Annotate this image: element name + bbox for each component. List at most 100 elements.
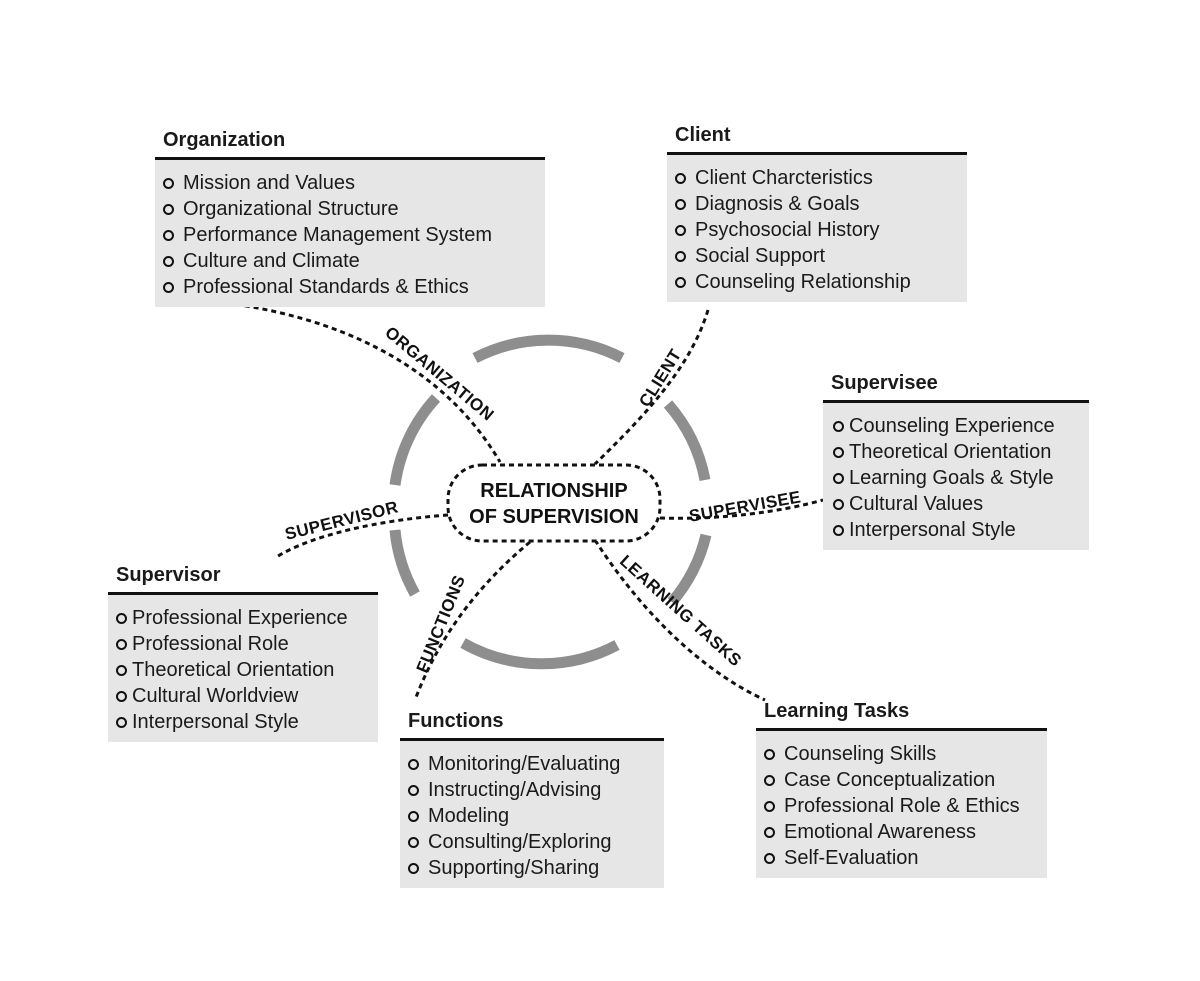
supervisee-title: Supervisee xyxy=(831,372,938,394)
spoke-line-organization xyxy=(217,300,502,463)
list-item-label: Performance Management System xyxy=(183,224,493,246)
bullet-icon xyxy=(675,224,686,236)
list-item: Cultural Worldview xyxy=(116,683,370,709)
bullet-icon xyxy=(116,716,127,728)
list-item: Mission and Values xyxy=(163,170,537,196)
list-item-label: Monitoring/Evaluating xyxy=(428,753,621,775)
supervisor-box: Supervisor Professional Experience Profe… xyxy=(108,563,378,742)
list-item: Monitoring/Evaluating xyxy=(408,751,656,777)
list-item-label: Professional Role xyxy=(132,633,289,655)
list-item: Social Support xyxy=(675,243,959,269)
list-item-label: Counseling Relationship xyxy=(695,271,911,293)
functions-list: Monitoring/Evaluating Instructing/Advisi… xyxy=(400,738,664,888)
bullet-icon xyxy=(116,690,127,702)
organization-title: Organization xyxy=(163,129,286,151)
list-item-label: Professional Experience xyxy=(132,607,348,629)
functions-title: Functions xyxy=(408,710,504,732)
center-hub xyxy=(446,463,662,543)
list-item: Organizational Structure xyxy=(163,196,537,222)
bullet-icon xyxy=(163,229,174,241)
spoke-label-organization: ORGANIZATION xyxy=(381,323,497,425)
list-item: Professional Standards & Ethics xyxy=(163,274,537,300)
spoke-line-learning-tasks xyxy=(593,539,766,702)
learning-tasks-title: Learning Tasks xyxy=(764,700,910,722)
list-item-label: Consulting/Exploring xyxy=(428,831,612,853)
list-item: Consulting/Exploring xyxy=(408,829,656,855)
spoke-label-supervisee: SUPERVISEE xyxy=(688,487,803,525)
list-item-label: Client Charcteristics xyxy=(695,167,873,189)
list-item-label: Diagnosis & Goals xyxy=(695,193,860,215)
list-item: Theoretical Orientation xyxy=(833,439,1081,465)
bullet-icon xyxy=(163,255,174,267)
list-item-label: Theoretical Orientation xyxy=(132,659,335,681)
list-item: Self-Evaluation xyxy=(764,845,1039,871)
bullet-icon xyxy=(833,498,844,510)
bullet-icon xyxy=(675,172,686,184)
list-item-label: Self-Evaluation xyxy=(784,847,919,869)
list-item: Counseling Skills xyxy=(764,741,1039,767)
center-title-line2: OF SUPERVISION xyxy=(469,506,639,528)
bullet-icon xyxy=(764,774,775,786)
list-item: Modeling xyxy=(408,803,656,829)
list-item-label: Psychosocial History xyxy=(695,219,880,241)
learning-tasks-list: Counseling Skills Case Conceptualization… xyxy=(756,728,1047,878)
list-item: Instructing/Advising xyxy=(408,777,656,803)
list-item: Supporting/Sharing xyxy=(408,855,656,881)
list-item-label: Learning Goals & Style xyxy=(849,467,1054,489)
list-item: Counseling Relationship xyxy=(675,269,959,295)
bullet-icon xyxy=(833,446,844,458)
bullet-icon xyxy=(833,420,844,432)
bullet-icon xyxy=(408,836,419,848)
bullet-icon xyxy=(764,826,775,838)
list-item-label: Professional Standards & Ethics xyxy=(183,276,469,298)
bullet-icon xyxy=(163,203,174,215)
list-item-label: Social Support xyxy=(695,245,826,267)
list-item: Professional Role & Ethics xyxy=(764,793,1039,819)
list-item-label: Cultural Values xyxy=(849,493,984,515)
bullet-icon xyxy=(163,281,174,293)
spoke-label-functions: FUNCTIONS xyxy=(413,572,469,675)
spoke-line-client xyxy=(593,309,710,466)
bullet-icon xyxy=(116,612,127,624)
bullet-icon xyxy=(163,177,174,189)
list-item-label: Interpersonal Style xyxy=(849,519,1016,541)
bullet-icon xyxy=(764,800,775,812)
list-item-label: Emotional Awareness xyxy=(784,821,976,843)
list-item-label: Organizational Structure xyxy=(183,198,399,220)
spoke-line-supervisee xyxy=(659,498,824,520)
client-list: Client Charcteristics Diagnosis & Goals … xyxy=(667,152,967,302)
list-item: Interpersonal Style xyxy=(833,517,1081,543)
client-title: Client xyxy=(675,124,731,146)
spoke-line-functions xyxy=(413,540,531,701)
bullet-icon xyxy=(408,784,419,796)
list-item: Culture and Climate xyxy=(163,248,537,274)
list-item-label: Modeling xyxy=(428,805,510,827)
bullet-icon xyxy=(408,758,419,770)
learning-tasks-box: Learning Tasks Counseling Skills Case Co… xyxy=(756,699,1047,878)
supervisor-title: Supervisor xyxy=(116,564,221,586)
list-item: Case Conceptualization xyxy=(764,767,1039,793)
bullet-icon xyxy=(764,748,775,760)
organization-list: Mission and Values Organizational Struct… xyxy=(155,157,545,307)
list-item-label: Counseling Experience xyxy=(849,415,1055,437)
spoke-label-supervisor: SUPERVISOR xyxy=(283,497,400,544)
outer-ring xyxy=(389,334,712,670)
bullet-icon xyxy=(675,250,686,262)
list-item-label: Theoretical Orientation xyxy=(849,441,1052,463)
list-item-label: Instructing/Advising xyxy=(428,779,602,801)
list-item: Professional Experience xyxy=(116,605,370,631)
center-title-line1: RELATIONSHIP xyxy=(480,480,627,502)
list-item-label: Case Conceptualization xyxy=(784,769,996,791)
spoke-line-supervisor xyxy=(274,513,449,560)
list-item-label: Mission and Values xyxy=(183,172,355,194)
list-item: Client Charcteristics xyxy=(675,165,959,191)
bullet-icon xyxy=(116,664,127,676)
list-item-label: Cultural Worldview xyxy=(132,685,299,707)
list-item-label: Professional Role & Ethics xyxy=(784,795,1020,817)
spoke-label-client: CLIENT xyxy=(635,346,685,411)
list-item: Learning Goals & Style xyxy=(833,465,1081,491)
bullet-icon xyxy=(833,472,844,484)
bullet-icon xyxy=(408,862,419,874)
list-item-label: Culture and Climate xyxy=(183,250,360,272)
